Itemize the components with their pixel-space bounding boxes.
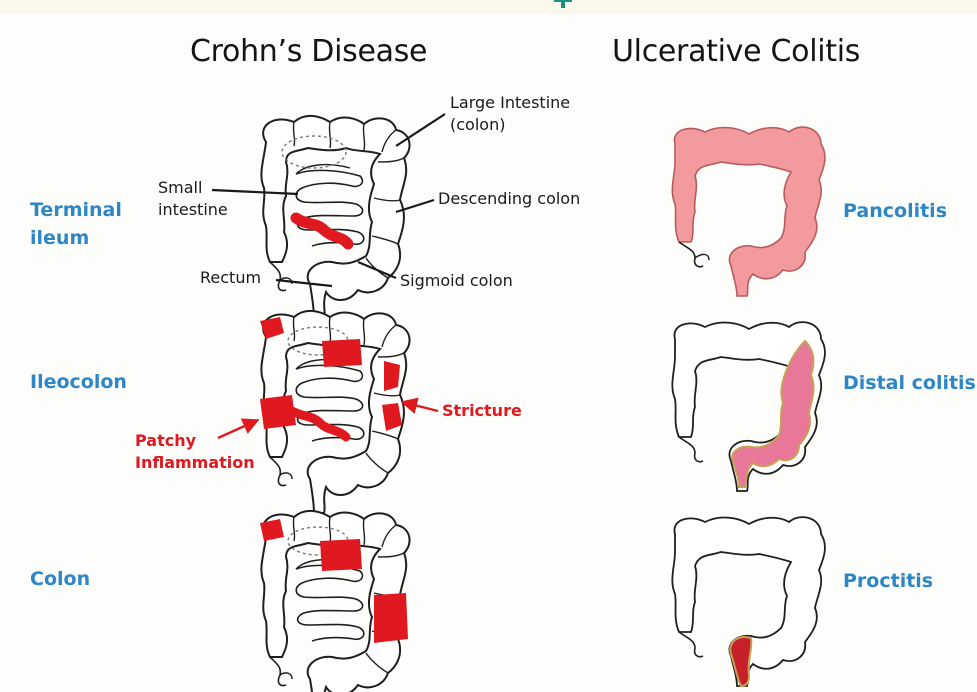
- sigmoid-colon-leader: [358, 262, 396, 278]
- small-intestine-leader: [212, 190, 298, 194]
- patchy-inflammation-arrow: [218, 420, 258, 438]
- large-intestine-leader: [396, 114, 445, 146]
- rectum-leader: [276, 280, 332, 286]
- stricture-arrow: [402, 402, 438, 411]
- descending-colon-leader: [396, 200, 434, 212]
